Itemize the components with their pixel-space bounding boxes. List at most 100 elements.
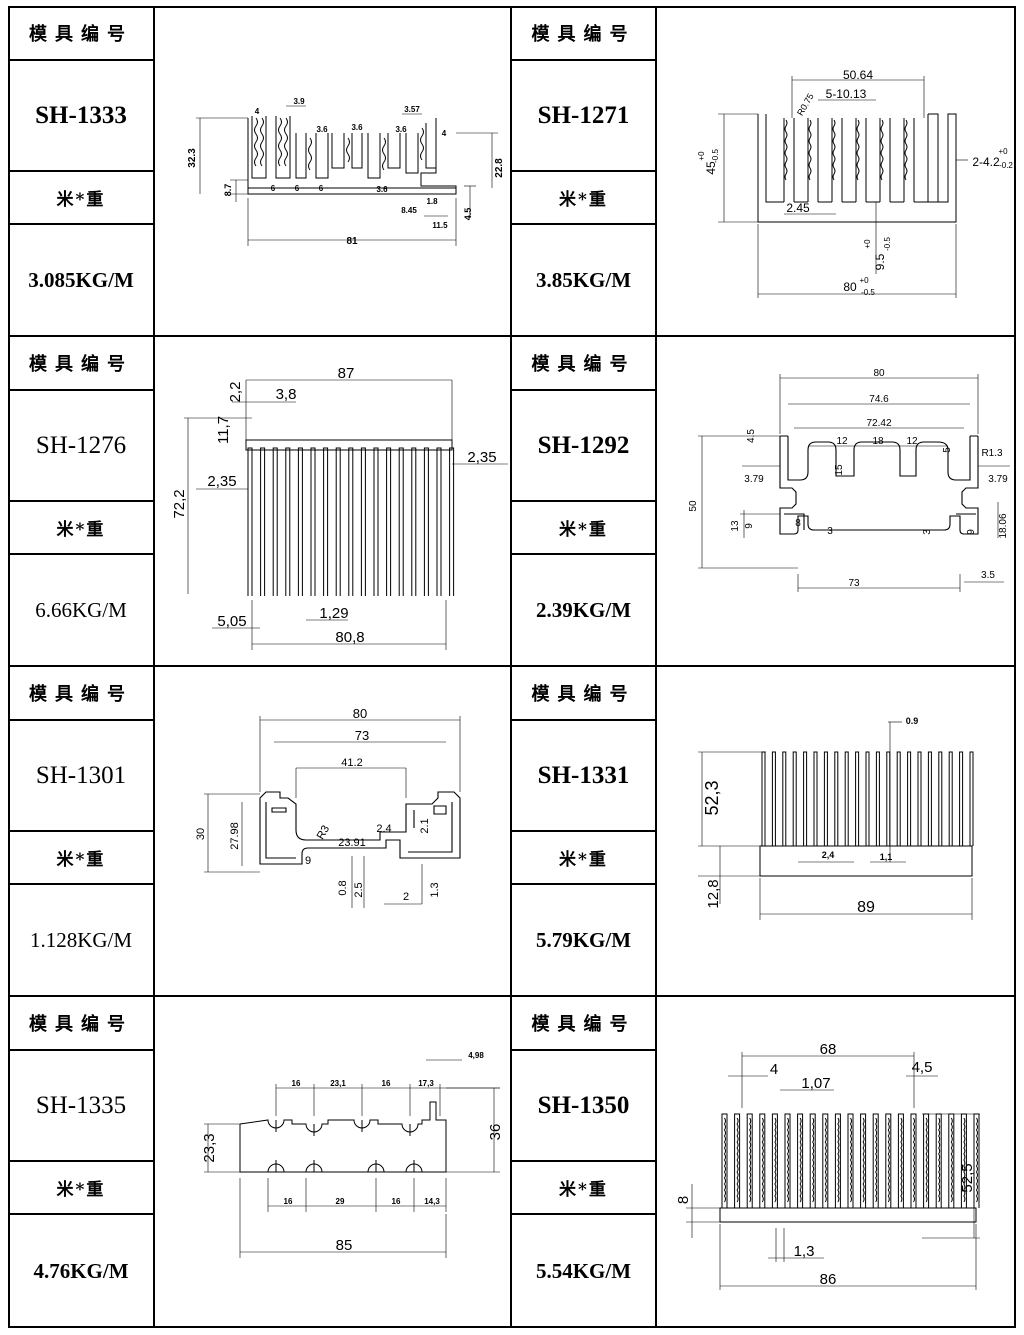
- dim-label: 3.79: [744, 474, 764, 485]
- dim-label: 2.1: [419, 818, 431, 833]
- fin-outline: [908, 752, 911, 846]
- dim-label: 0.9: [906, 716, 919, 726]
- mold-number-header: 模具编号: [531, 684, 636, 705]
- dim-label: 16: [392, 1197, 401, 1206]
- fin-outline: [866, 752, 869, 846]
- dim-label: -0.5: [883, 237, 892, 251]
- dim-label: 16: [284, 1197, 293, 1206]
- fin-outline: [336, 448, 340, 596]
- dim-label: 87: [338, 365, 355, 382]
- dim-label: 4: [770, 1061, 778, 1078]
- dim-label: -0.5: [711, 149, 720, 163]
- fin-outline: [387, 448, 391, 596]
- fin-outline: [911, 1114, 916, 1208]
- weight-value: 2.39KG/M: [535, 597, 632, 622]
- dim-label: 18.06: [998, 513, 1009, 538]
- dim-label: 85: [336, 1237, 353, 1254]
- dim-label: 1,29: [319, 605, 348, 622]
- mold-number-header: 模具编号: [29, 354, 133, 375]
- fin-outline: [298, 448, 302, 596]
- fin-outline: [861, 1114, 866, 1208]
- fin-outline: [785, 1114, 790, 1208]
- dim-label: 80: [353, 706, 367, 721]
- fin-outline: [772, 752, 775, 846]
- dim-label: 3.6: [351, 123, 363, 132]
- dim-label: 23,3: [201, 1133, 218, 1162]
- profile-drawing-sh-1276: 87 2,2 3,8 11,7 2,35 72,2 2,35 5,05 1,29…: [156, 338, 510, 664]
- dim-label: 45: [704, 161, 718, 175]
- dim-label: 86: [820, 1271, 837, 1288]
- fin-outline: [814, 752, 817, 846]
- dim-label: R0.75: [795, 92, 816, 118]
- dim-label: 9.5: [873, 253, 887, 270]
- product-code: SH-1271: [537, 101, 630, 129]
- fin-outline: [949, 1114, 954, 1208]
- dim-label: +0: [859, 276, 869, 285]
- dim-label: 4,5: [912, 1059, 933, 1076]
- weight-value: 3.85KG/M: [535, 267, 632, 292]
- dim-label: 2.5: [353, 882, 365, 897]
- dim-label: 2,4: [822, 850, 835, 860]
- fin-outline: [798, 1114, 803, 1208]
- dim-label: 50.64: [843, 68, 873, 82]
- fin-outline: [961, 1114, 966, 1208]
- fin-outline: [924, 1114, 929, 1208]
- dim-label: 14,3: [424, 1197, 440, 1206]
- mold-number-header: 模具编号: [29, 24, 133, 45]
- fin-outline: [311, 448, 315, 596]
- product-code: SH-1333: [35, 101, 127, 129]
- dim-label: 2: [403, 891, 409, 903]
- dim-label: 6: [295, 184, 300, 193]
- dim-label: 3: [922, 529, 933, 535]
- fin-outline: [936, 1114, 941, 1208]
- fin-outline: [928, 752, 931, 846]
- mold-number-header: 模具编号: [531, 354, 636, 375]
- product-code: SH-1331: [537, 761, 630, 789]
- dim-label: 68: [820, 1041, 837, 1058]
- dim-label: 52,3: [702, 780, 722, 815]
- profile-drawing-sh-1301: 80 73 41.2 30 27.98 R3 9 23.91 2.4 2.1 0…: [156, 668, 510, 994]
- dim-label: 0.8: [337, 880, 349, 895]
- product-code: SH-1292: [537, 431, 630, 459]
- dim-label: 3.6: [395, 125, 407, 134]
- fin-outline: [261, 448, 265, 596]
- fin-outline: [772, 1114, 777, 1208]
- fin-outline: [949, 752, 952, 846]
- dim-label: R1.3: [981, 448, 1003, 459]
- dim-label: 4: [442, 129, 447, 138]
- dim-label: 80: [843, 280, 857, 294]
- fin-outline: [248, 448, 252, 596]
- fin-outline: [918, 752, 921, 846]
- dim-label: 3.6: [376, 185, 388, 194]
- dim-label: -0.5: [861, 288, 875, 297]
- dim-label: 2.45: [786, 201, 810, 215]
- fin-outline: [783, 752, 786, 846]
- dim-label: 3.6: [316, 125, 328, 134]
- dim-label: 16: [382, 1079, 391, 1088]
- catalog-sheet: 模具编号 SH-1333 米*重 3.085KG/M 模具编号 SH-1271 …: [8, 6, 1016, 1328]
- product-code: SH-1301: [35, 761, 127, 789]
- dim-label: +0: [863, 239, 872, 249]
- dim-label: +0: [697, 151, 706, 161]
- fin-outline: [845, 752, 848, 846]
- mold-number-header: 模具编号: [29, 684, 133, 705]
- fin-outline: [960, 752, 963, 846]
- dim-label: 1.8: [426, 197, 438, 206]
- dim-label: 13: [730, 520, 741, 532]
- weight-per-meter-header: 米*重: [56, 190, 106, 210]
- weight-per-meter-header: 米*重: [559, 190, 608, 210]
- mold-number-header: 模具编号: [531, 1014, 636, 1035]
- dim-label: 1.3: [429, 882, 441, 897]
- weight-value: 1.128KG/M: [29, 927, 133, 952]
- dim-label: 6: [319, 184, 324, 193]
- dim-label: +0: [998, 147, 1008, 156]
- dim-label: 5: [942, 447, 953, 453]
- dim-label: 80,8: [335, 629, 364, 646]
- fin-outline: [374, 448, 378, 596]
- dim-label: 32.3: [187, 148, 198, 168]
- dim-label: 18: [872, 436, 884, 447]
- dim-label: 12: [906, 436, 918, 447]
- dim-label: 12,8: [705, 879, 722, 908]
- dim-label: 29: [336, 1197, 345, 1206]
- dim-label: 2,35: [207, 473, 236, 490]
